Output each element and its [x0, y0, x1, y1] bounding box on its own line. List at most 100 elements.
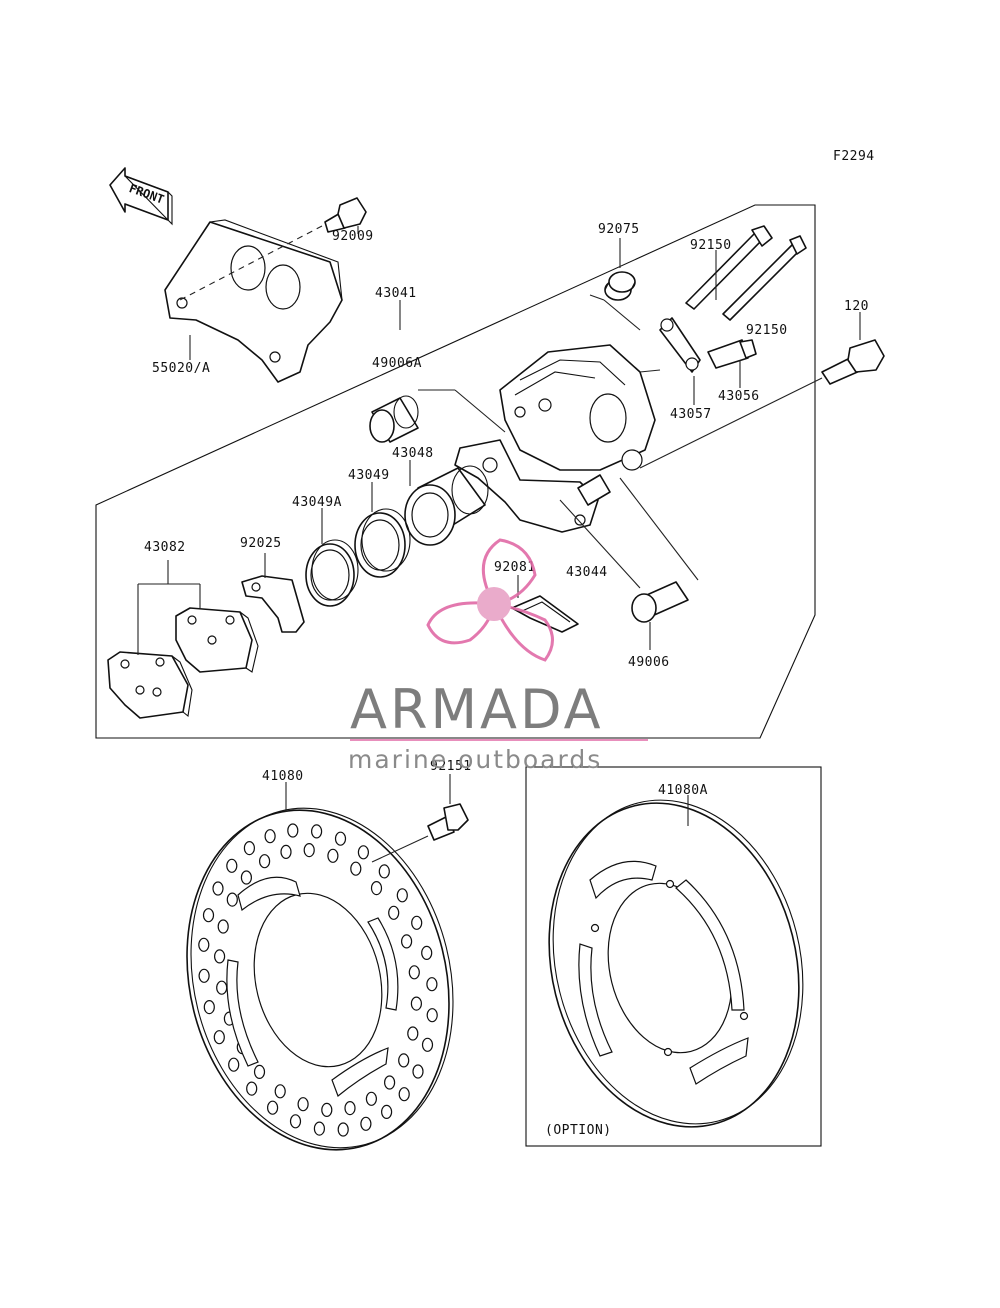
- disc-hole: [344, 1100, 356, 1116]
- label-92025: 92025: [240, 536, 282, 551]
- label-43048: 43048: [392, 446, 434, 461]
- pins-92150-part: [685, 225, 807, 321]
- seal-43049a-part: [305, 539, 359, 607]
- disc-hole: [198, 968, 210, 983]
- disc-hole: [426, 977, 438, 992]
- bolt-92009-part: [179, 197, 367, 301]
- disc-hole: [289, 1114, 302, 1129]
- disc-hole: [226, 892, 238, 907]
- disc-hole: [313, 1121, 325, 1136]
- disc-hole: [378, 864, 390, 879]
- disc-hole: [213, 1030, 225, 1045]
- label-120: 120: [844, 299, 869, 314]
- disc-hole: [421, 945, 433, 961]
- disc-hole: [202, 908, 215, 923]
- disc-hole: [246, 1081, 258, 1096]
- disc-hole: [408, 965, 420, 980]
- spring-92081-part: [511, 575, 579, 633]
- brake-disc-41080a-part: [548, 799, 804, 1128]
- disc-hole: [274, 1084, 286, 1099]
- label-92081: 92081: [494, 560, 536, 575]
- disc-hole: [410, 996, 422, 1011]
- label-55020a: 55020/A: [152, 361, 210, 376]
- bolt-120-part: [639, 339, 885, 469]
- disc-hole: [287, 823, 299, 838]
- label-41080: 41080: [262, 769, 304, 784]
- disc-hole: [384, 1075, 396, 1090]
- label-92150-top: 92150: [690, 238, 732, 253]
- boot-49006a-part: [369, 389, 506, 443]
- brake-disc-41080-part: [186, 807, 454, 1151]
- label-43082: 43082: [144, 540, 186, 555]
- label-43044: 43044: [566, 565, 608, 580]
- front-arrow-icon: FRONT: [109, 167, 173, 226]
- seal-43049-part: [354, 508, 411, 578]
- disc-hole: [321, 1102, 333, 1118]
- disc-hole: [253, 1064, 266, 1080]
- boot-49006-part: [559, 477, 699, 650]
- caliper-body-part: [454, 344, 656, 533]
- label-92075: 92075: [598, 222, 640, 237]
- bracket-part: [164, 219, 343, 383]
- option-label: (OPTION): [545, 1123, 612, 1138]
- disc-hole: [401, 934, 413, 949]
- label-43057: 43057: [670, 407, 712, 422]
- watermark-brand: ARMADA: [350, 678, 604, 741]
- disc-hole: [280, 844, 292, 860]
- disc-hole: [198, 937, 210, 952]
- bolt-92151-part: [371, 774, 469, 863]
- disc-hole: [388, 905, 400, 920]
- disc-hole: [357, 845, 369, 860]
- seal-92075-part: [589, 271, 641, 331]
- disc-hole: [226, 858, 238, 873]
- disc-hole: [426, 1008, 438, 1023]
- disc-hole: [228, 1057, 240, 1072]
- disc-hole: [212, 881, 224, 896]
- disc-hole: [370, 880, 383, 896]
- disc-hole: [337, 1122, 349, 1137]
- disc-hole: [398, 1087, 410, 1102]
- disc-hole: [381, 1104, 393, 1120]
- disc-hole: [297, 1097, 309, 1112]
- disc-holes-pattern: [198, 823, 438, 1137]
- disc-hole: [217, 919, 229, 934]
- disc-hole: [334, 831, 347, 846]
- disc-hole: [240, 870, 252, 885]
- diagram-code: F2294: [833, 149, 875, 164]
- link-43057-part: [639, 317, 701, 405]
- disc-hole: [327, 848, 339, 863]
- label-92150-right: 92150: [746, 323, 788, 338]
- label-43049: 43049: [348, 468, 390, 483]
- label-43056: 43056: [718, 389, 760, 404]
- label-92009: 92009: [332, 229, 374, 244]
- armada-logo-icon: [426, 538, 554, 662]
- disc-hole: [396, 888, 408, 903]
- disc-hole: [398, 1053, 410, 1068]
- disc-hole: [365, 1091, 377, 1106]
- label-43041: 43041: [375, 286, 417, 301]
- disc-hole: [311, 824, 323, 839]
- disc-hole: [360, 1116, 372, 1131]
- label-41080a: 41080A: [658, 783, 708, 798]
- option-box: [525, 766, 822, 1147]
- disc-hole: [214, 949, 226, 964]
- disc-hole: [350, 861, 362, 876]
- disc-hole: [203, 999, 215, 1015]
- piston-43048-part: [404, 465, 489, 546]
- disc-hole: [267, 1100, 279, 1115]
- watermark-tagline: marine outboards: [348, 745, 602, 774]
- disc-hole: [407, 1026, 419, 1041]
- brake-pads-43082-part: [107, 560, 259, 719]
- caliper-assembly-outline: [95, 204, 816, 739]
- label-43049a: 43049A: [292, 495, 342, 510]
- disc-hole: [216, 980, 228, 995]
- disc-hole: [259, 854, 271, 869]
- disc-hole: [264, 829, 276, 844]
- label-92151: 92151: [430, 759, 472, 774]
- label-49006a: 49006A: [372, 356, 422, 371]
- disc-hole: [303, 842, 315, 858]
- disc-hole: [421, 1037, 434, 1052]
- label-49006: 49006: [628, 655, 670, 670]
